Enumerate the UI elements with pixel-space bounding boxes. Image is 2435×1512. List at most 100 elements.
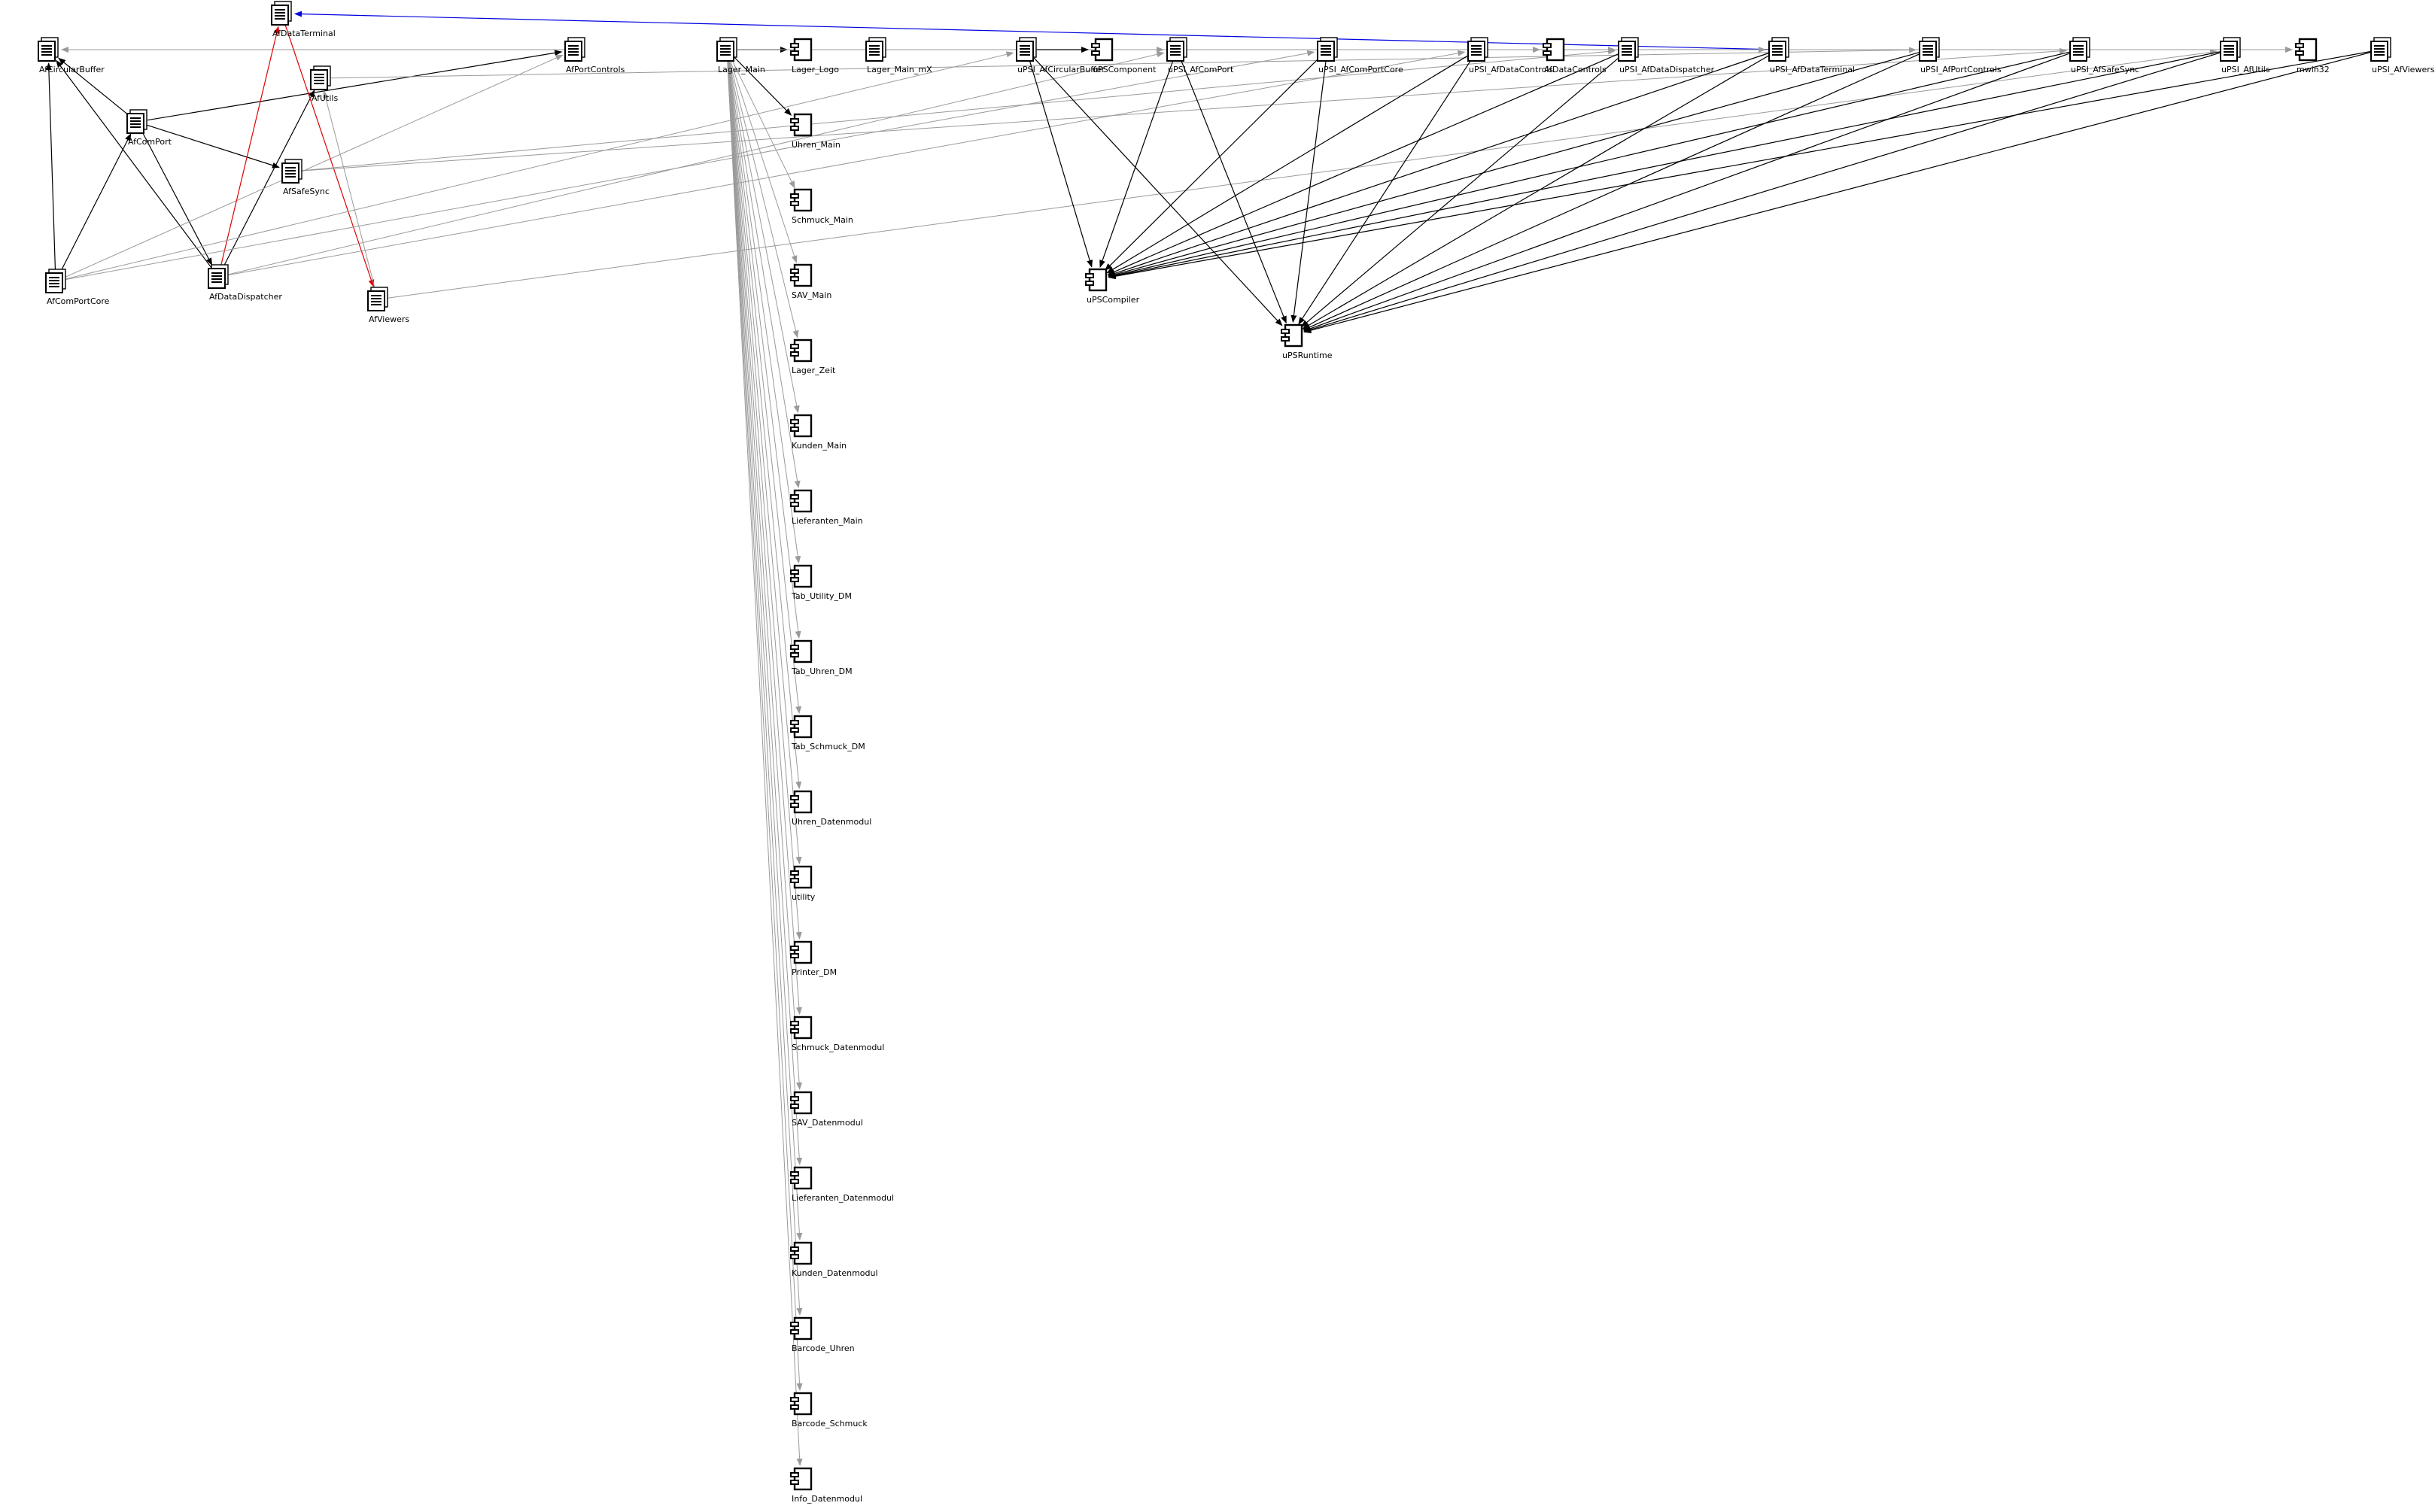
edge-u-psi-af-viewers-to-u-psruntime [1303, 52, 2371, 333]
node-lieferanten-main[interactable]: Lieferanten_Main [790, 489, 863, 526]
unit-document-icon [564, 37, 585, 62]
node-lieferanten-datenmodul[interactable]: Lieferanten_Datenmodul [790, 1166, 894, 1203]
edge-u-psi-af-com-port-to-u-psruntime [1180, 59, 1287, 324]
edge-lager-main-to-lager-zeit [728, 59, 799, 339]
unit-document-icon [38, 37, 59, 62]
form-module-icon [1091, 38, 1114, 62]
node-af-circular-buffer[interactable]: AfCircularBuffer [38, 37, 105, 74]
edge-lager-main-to-tab-schmuck-dm [728, 59, 802, 715]
node-u-pscomponent[interactable]: uPSComponent [1091, 38, 1157, 74]
node-af-viewers[interactable]: AfViewers [367, 287, 409, 324]
node-u-psi-af-data-dispatcher[interactable]: uPSI_AfDataDispatcher [1618, 37, 1715, 74]
edge-af-com-port-core-to-u-psi-af-com-port-core [65, 50, 1315, 280]
node-label: Lager_Main [718, 65, 765, 74]
edge-af-data-dispatcher-to-u-psi-af-com-port [228, 51, 1165, 275]
node-sav-main[interactable]: SAV_Main [790, 263, 831, 300]
node-u-psi-af-com-port[interactable]: uPSI_AfComPort [1166, 37, 1234, 74]
node-label: uPSI_AfUtils [2221, 65, 2270, 74]
form-module-icon [790, 1091, 813, 1115]
node-kunden-datenmodul[interactable]: Kunden_Datenmodul [790, 1241, 878, 1278]
node-mwin32[interactable]: mwin32 [2295, 38, 2330, 74]
node-label: AfUtils [312, 93, 338, 103]
node-label: uPSI_AfPortControls [1920, 65, 2002, 74]
unit-document-icon [1618, 37, 1639, 62]
node-af-port-controls[interactable]: AfPortControls [564, 37, 625, 74]
node-label: Schmuck_Datenmodul [792, 1043, 884, 1052]
node-u-psi-af-utils[interactable]: uPSI_AfUtils [2220, 37, 2270, 74]
node-af-safe-sync[interactable]: AfSafeSync [281, 159, 330, 196]
node-lager-main[interactable]: Lager_Main [716, 37, 765, 74]
node-u-psi-af-circular-buffer[interactable]: uPSI_AfCircularBuffer [1016, 37, 1105, 74]
edge-u-psi-af-com-port-core-to-u-pscompiler [1105, 56, 1321, 272]
node-label: uPSI_AfDataDispatcher [1619, 65, 1715, 74]
node-label: AfDataTerminal [272, 29, 336, 38]
unit-document-icon [1317, 37, 1338, 62]
edge-u-psi-af-safe-sync-to-u-pscompiler [1108, 51, 2070, 278]
node-label: Tab_Schmuck_DM [791, 742, 865, 751]
edge-lager-main-to-tab-utility-dm [728, 59, 801, 564]
form-module-icon [790, 1166, 813, 1190]
node-tab-schmuck-dm[interactable]: Tab_Schmuck_DM [790, 715, 865, 751]
node-u-pscompiler[interactable]: uPSCompiler [1085, 268, 1140, 305]
node-af-com-port-core[interactable]: AfComPortCore [45, 269, 110, 306]
node-lager-zeit[interactable]: Lager_Zeit [790, 339, 836, 375]
node-label: uPSI_AfComPort [1168, 65, 1234, 74]
node-af-data-dispatcher[interactable]: AfDataDispatcher [208, 264, 282, 302]
unit-document-icon [281, 159, 302, 184]
node-schmuck-main[interactable]: Schmuck_Main [790, 188, 853, 225]
node-kunden-main[interactable]: Kunden_Main [790, 414, 847, 451]
node-af-data-terminal[interactable]: AfDataTerminal [271, 1, 336, 38]
node-tab-uhren-dm[interactable]: Tab_Uhren_DM [790, 639, 853, 676]
edge-u-psi-af-viewers-to-u-pscompiler [1108, 50, 2371, 280]
node-label: Lager_Logo [792, 65, 839, 74]
node-sav-datenmodul[interactable]: SAV_Datenmodul [790, 1091, 863, 1128]
node-lager-main-m-x[interactable]: Lager_Main_mX [865, 37, 932, 74]
node-label: Lager_Main_mX [867, 65, 932, 74]
node-label: uPSI_AfSafeSync [2071, 65, 2139, 74]
node-u-psi-af-data-controls[interactable]: uPSI_AfDataControls [1467, 37, 1553, 74]
edge-af-com-port-core-to-u-psi-af-circular-buffer [65, 51, 1014, 280]
node-af-utils[interactable]: AfUtils [310, 65, 338, 103]
unit-document-icon [367, 287, 388, 311]
edge-lager-main-to-schmuck-datenmodul [727, 59, 802, 1016]
node-lager-logo[interactable]: Lager_Logo [790, 38, 839, 74]
node-u-psruntime[interactable]: uPSRuntime [1281, 323, 1333, 360]
edge-af-safe-sync-to-u-psi-af-safe-sync [302, 47, 2067, 172]
node-u-psi-af-data-terminal[interactable]: uPSI_AfDataTerminal [1768, 37, 1855, 74]
form-module-icon [1543, 38, 1565, 62]
node-label: Lieferanten_Datenmodul [792, 1193, 894, 1203]
node-barcode-schmuck[interactable]: Barcode_Schmuck [790, 1392, 868, 1429]
node-label: uPSI_AfDataTerminal [1770, 65, 1855, 74]
node-u-psi-af-viewers[interactable]: uPSI_AfViewers [2370, 37, 2435, 74]
node-uhren-datenmodul[interactable]: Uhren_Datenmodul [790, 790, 871, 827]
node-label: Info_Datenmodul [792, 1494, 862, 1504]
node-tab-utility-dm[interactable]: Tab_Utility_DM [790, 564, 852, 601]
edge-lager-main-to-uhren-main [734, 56, 792, 116]
node-label: mwin32 [2297, 65, 2330, 74]
node-utility[interactable]: utility [790, 865, 816, 902]
node-af-data-controls[interactable]: AfDataControls [1543, 38, 1607, 74]
node-barcode-uhren[interactable]: Barcode_Uhren [790, 1316, 855, 1353]
node-u-psi-af-safe-sync[interactable]: uPSI_AfSafeSync [2069, 37, 2139, 74]
node-u-psi-af-port-controls[interactable]: uPSI_AfPortControls [1919, 37, 2002, 74]
form-module-icon [790, 790, 813, 814]
edge-af-com-port-core-to-af-com-port [59, 133, 132, 272]
form-module-icon [790, 715, 813, 739]
edge-af-com-port-to-af-data-dispatcher [141, 131, 213, 266]
node-schmuck-datenmodul[interactable]: Schmuck_Datenmodul [790, 1016, 884, 1052]
unit-document-icon [1467, 37, 1488, 62]
form-module-icon [790, 1467, 813, 1491]
node-uhren-main[interactable]: Uhren_Main [790, 113, 841, 150]
node-label: uPSCompiler [1087, 295, 1140, 305]
node-label: AfDataDispatcher [209, 292, 282, 302]
edge-lager-main-to-uhren-datenmodul [727, 59, 802, 790]
node-u-psi-af-com-port-core[interactable]: uPSI_AfComPortCore [1317, 37, 1403, 74]
node-af-com-port[interactable]: AfComPort [126, 109, 172, 147]
node-label: SAV_Main [792, 290, 831, 300]
node-printer-dm[interactable]: Printer_DM [790, 940, 837, 977]
form-module-icon [790, 639, 813, 663]
edge-u-psi-af-port-controls-to-u-pscompiler [1108, 52, 1920, 278]
node-info-datenmodul[interactable]: Info_Datenmodul [790, 1467, 862, 1504]
node-label: Barcode_Schmuck [792, 1419, 868, 1429]
form-module-icon [790, 38, 813, 62]
